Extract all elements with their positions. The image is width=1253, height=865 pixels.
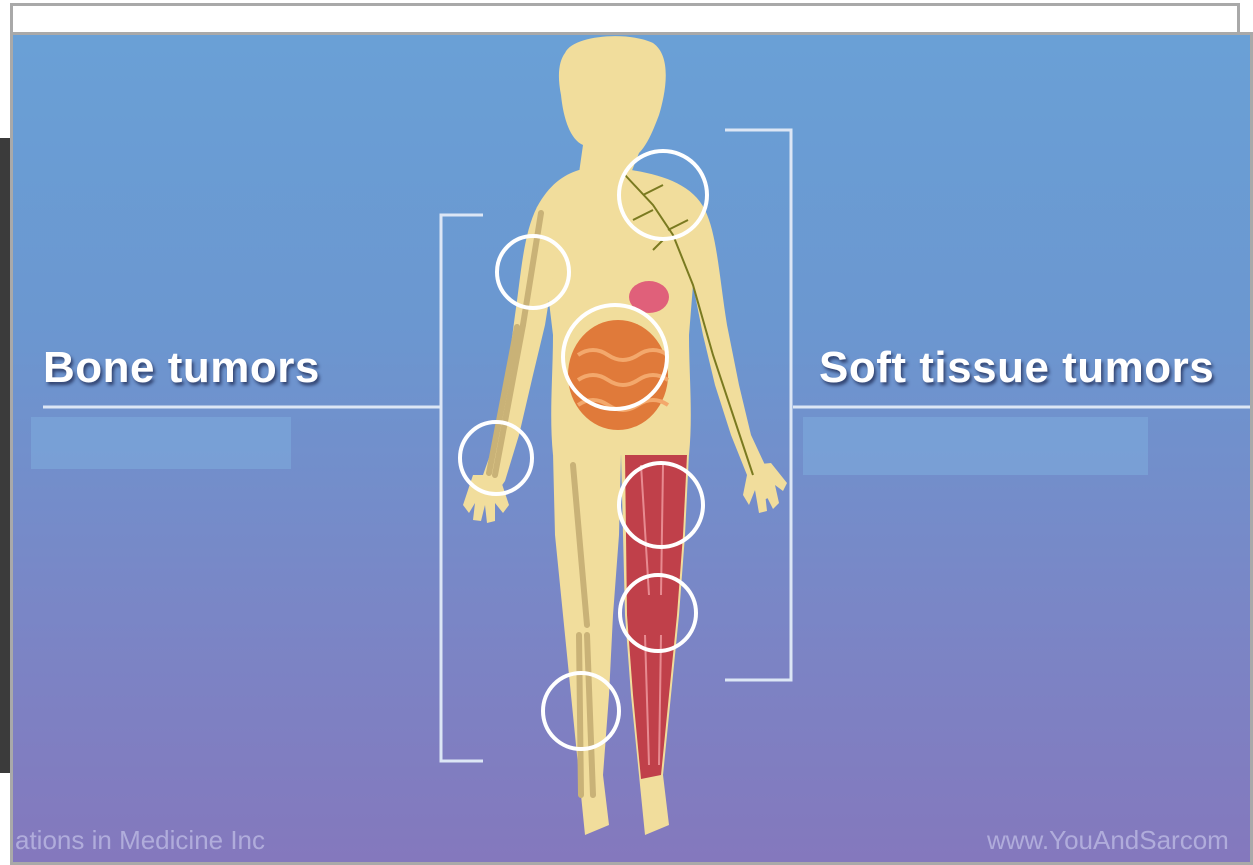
bone-tumors-label: Bone tumors	[43, 343, 320, 393]
footer-credit: ations in Medicine Inc	[15, 825, 265, 856]
bone-label-band	[31, 417, 291, 469]
body-diagram	[13, 35, 1253, 865]
soft-tissue-tumors-label: Soft tissue tumors	[819, 343, 1214, 393]
human-body-figure	[463, 36, 787, 835]
left-edge-bar	[0, 138, 10, 773]
diagram-panel: Bone tumors Soft tissue tumors ations in…	[10, 32, 1253, 865]
footer-website: www.YouAndSarcom	[987, 825, 1229, 856]
soft-label-band	[803, 417, 1148, 475]
